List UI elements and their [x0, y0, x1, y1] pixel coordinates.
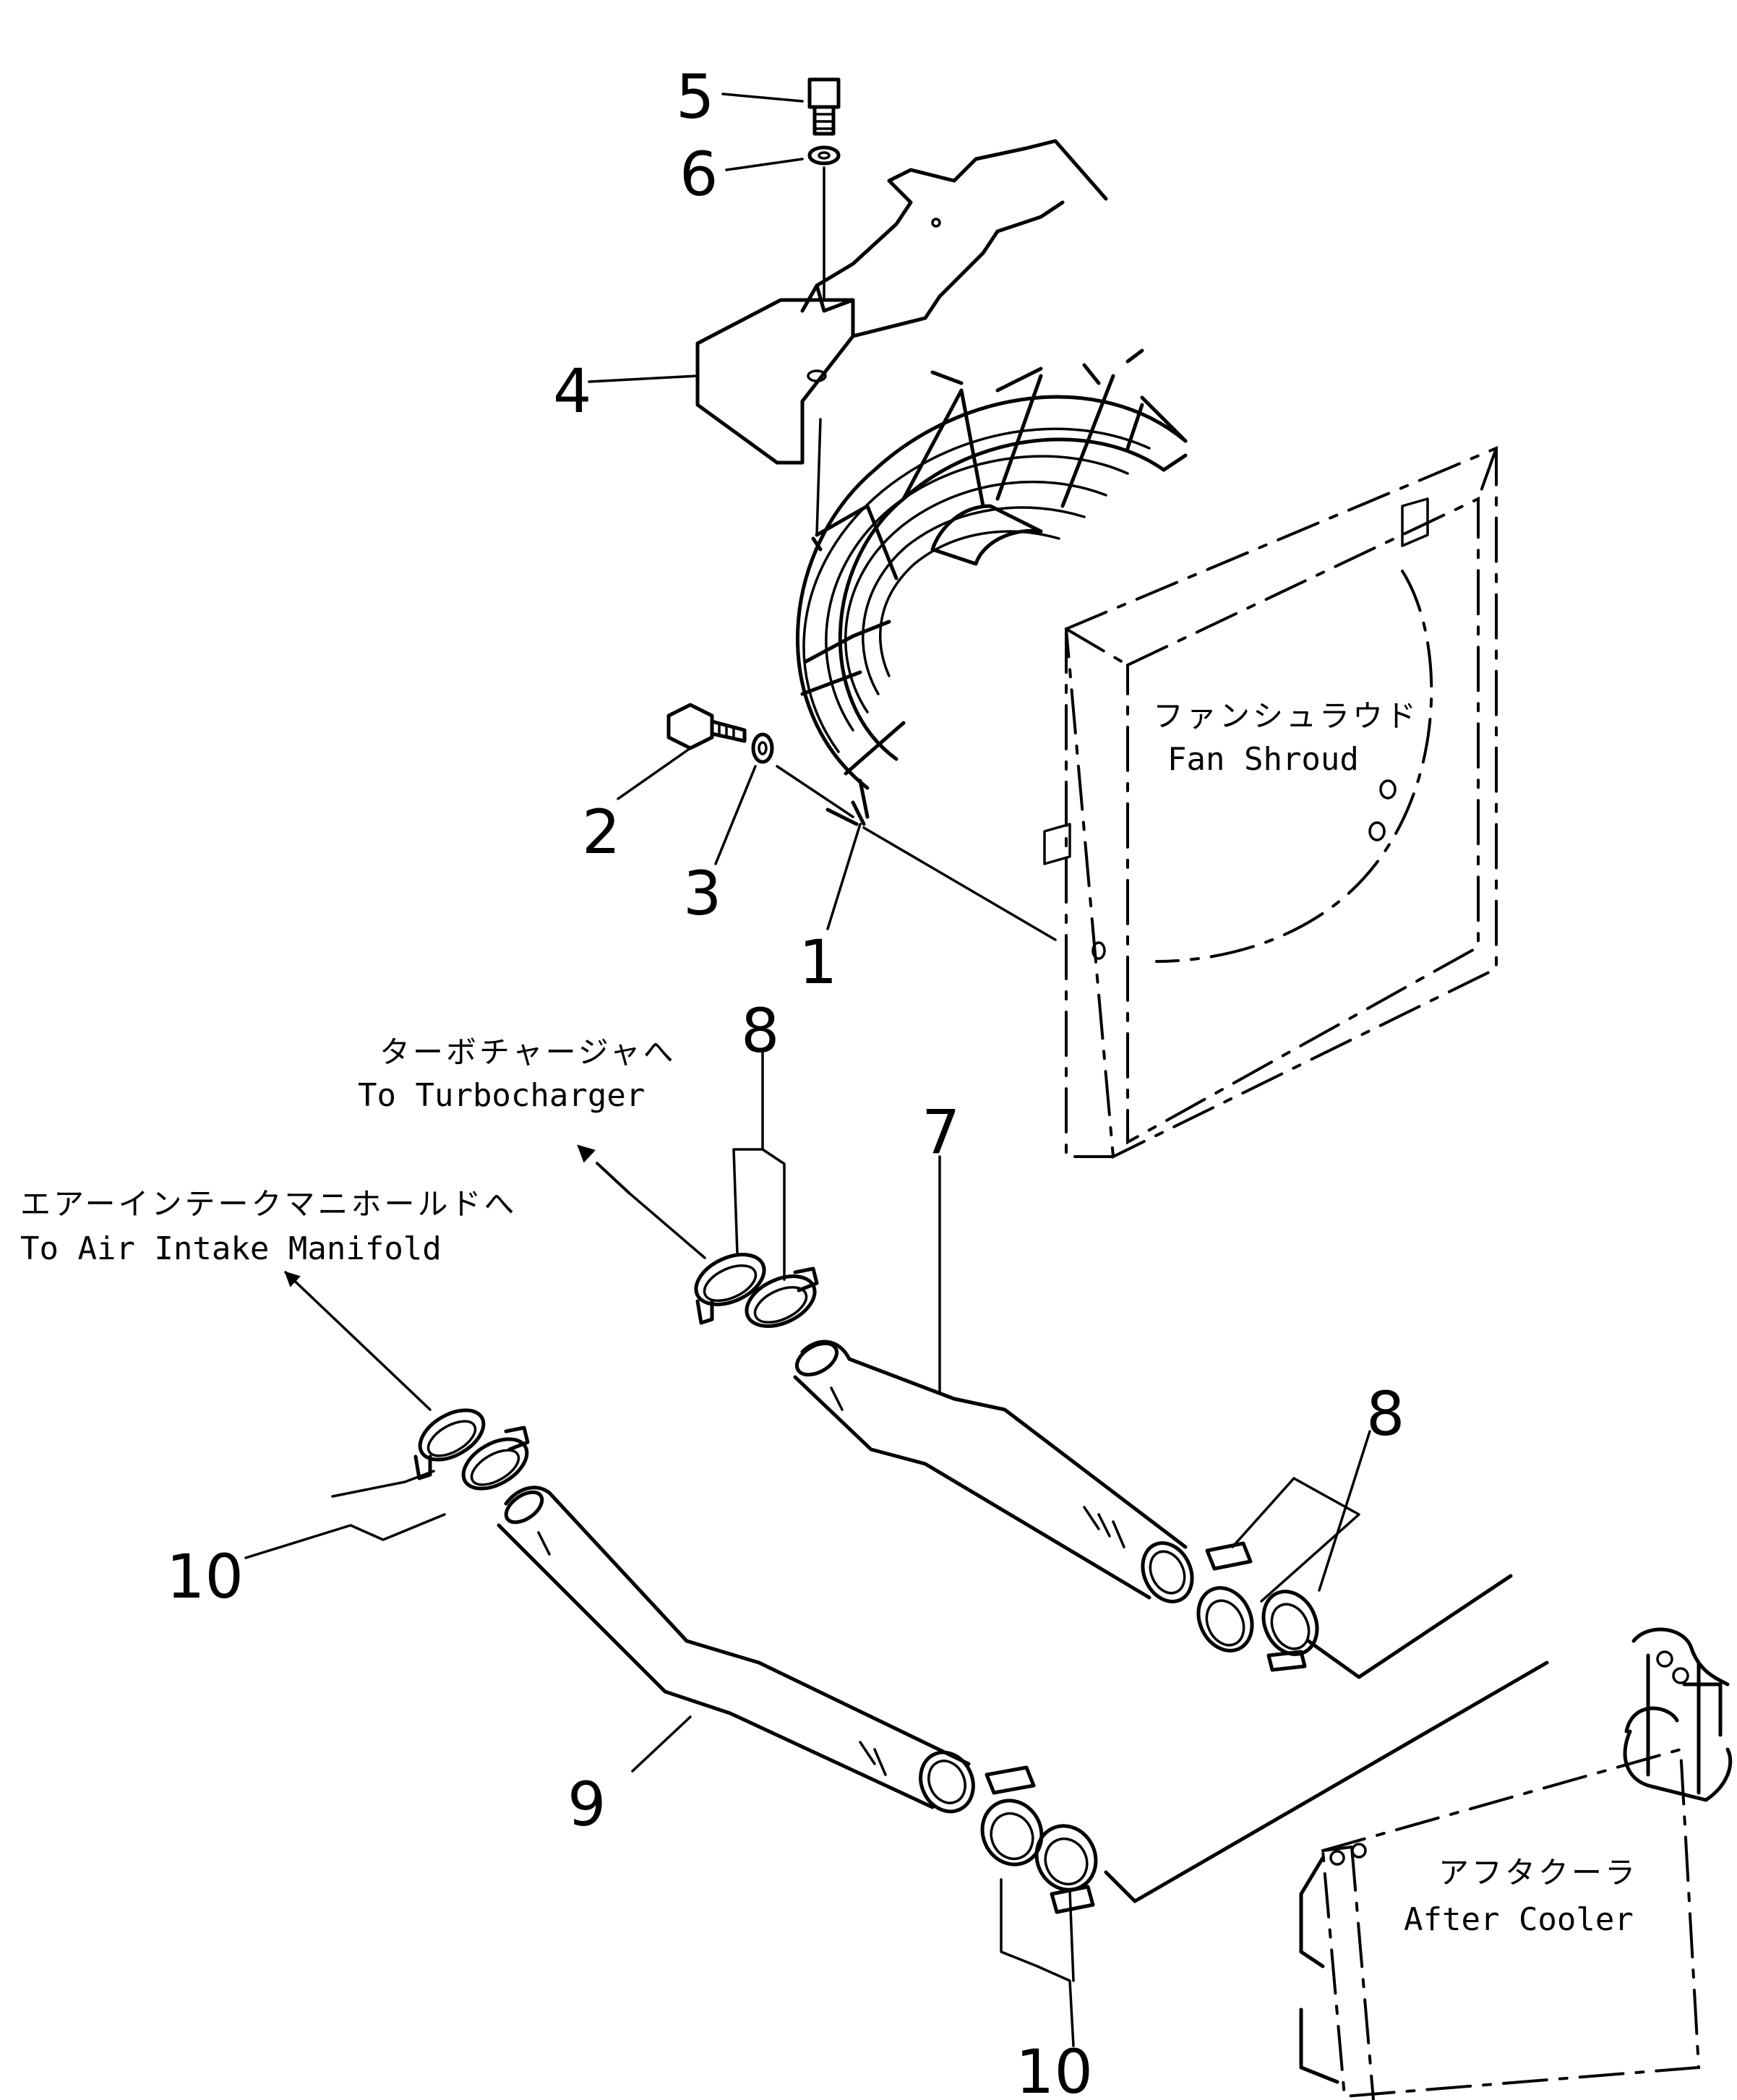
- part-number-8-upper: 8: [741, 995, 779, 1066]
- clamp-8-upper-right-icon: [745, 1267, 819, 1328]
- part-number-1: 1: [799, 927, 837, 998]
- after-cooler-en-label: After Cooler: [1404, 1901, 1634, 1938]
- part-number-7: 7: [922, 1097, 960, 1167]
- hose-7-icon: [793, 1340, 1194, 1603]
- part-number-4: 4: [553, 356, 591, 427]
- after-cooler-icon: アフタクーラ After Cooler: [1104, 1574, 1733, 2100]
- after-cooler-jp-label: アフタクーラ: [1438, 1855, 1638, 1890]
- washer-3-icon: [751, 732, 774, 764]
- fan-guard-1-icon: [796, 348, 1188, 826]
- part-number-9: 9: [567, 1769, 606, 1840]
- turbo-arrow: [627, 1191, 706, 1259]
- clamp-10-upper-right-icon: [461, 1426, 530, 1491]
- clamp-10-lower-right-icon: [1034, 1824, 1098, 1914]
- part-number-10-bottom: 10: [1016, 2036, 1093, 2100]
- part-number-2: 2: [582, 797, 620, 867]
- part-number-6: 6: [679, 139, 718, 210]
- part-number-10-left: 10: [166, 1541, 244, 1612]
- clamp-10-upper-left-icon: [413, 1408, 486, 1480]
- intake-jp-label: エアーインテークマニホールドへ: [20, 1186, 517, 1222]
- fan-shroud-icon: ファンシュラウド Fan Shroud: [1043, 445, 1498, 1160]
- intake-en-label: To Air Intake Manifold: [20, 1230, 442, 1267]
- hose-9-icon: [497, 1486, 975, 1814]
- fan-shroud-jp-label: ファンシュラウド: [1153, 698, 1419, 734]
- turbo-arrow-dash: [577, 1144, 630, 1194]
- clamp-8-lower-right-icon: [1261, 1590, 1319, 1672]
- leader-lines: [244, 93, 1371, 2047]
- clamp-10-lower-left-icon: [980, 1765, 1044, 1867]
- clamp-8-lower-left-icon: [1196, 1541, 1254, 1653]
- bracket-4-icon: [695, 139, 1108, 465]
- turbo-jp-label: ターボチャージャへ: [379, 1034, 677, 1070]
- intake-arrow: [284, 1271, 432, 1411]
- part-number-8-right: 8: [1366, 1379, 1404, 1449]
- bolt-5-icon: [807, 77, 841, 136]
- fan-shroud-en-label: Fan Shroud: [1167, 741, 1359, 778]
- bolt-2-icon: [666, 703, 747, 750]
- turbo-en-label: To Turbocharger: [358, 1077, 645, 1114]
- bolt-2-axis-line: [776, 765, 1057, 941]
- part-number-5: 5: [676, 61, 714, 132]
- clamp-8-upper-left-icon: [694, 1253, 766, 1325]
- washer-6-icon: [807, 145, 841, 166]
- part-number-3: 3: [683, 858, 721, 929]
